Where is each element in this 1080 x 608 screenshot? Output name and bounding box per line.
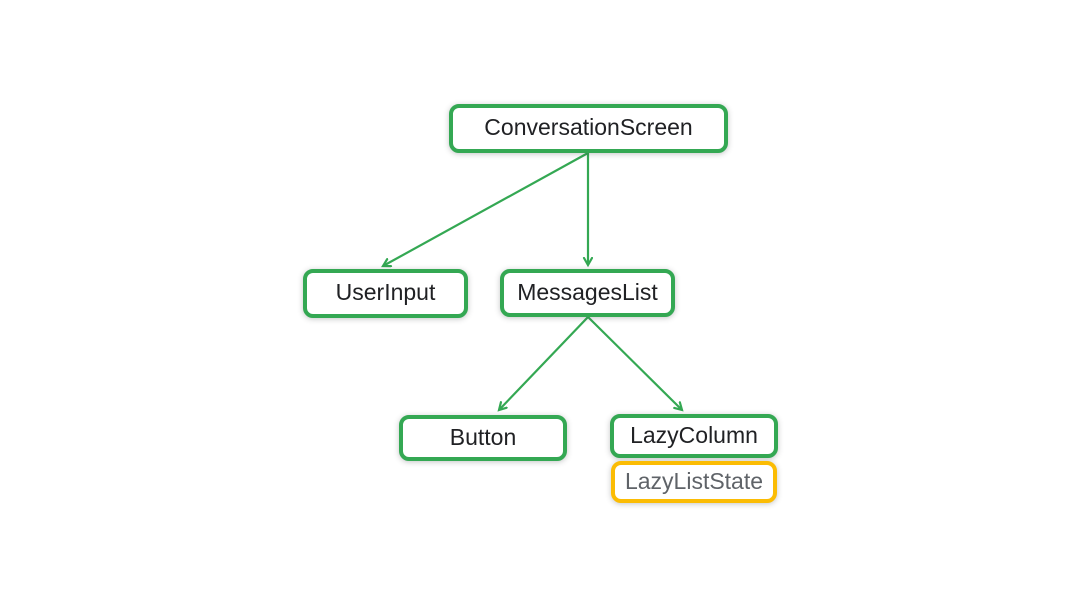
edge-messages-list-to-lazy-column <box>587 316 682 410</box>
node-lazy-list-state: LazyListState <box>611 461 777 503</box>
node-conversation-screen: ConversationScreen <box>449 104 728 153</box>
edge-messages-list-to-button <box>499 316 589 410</box>
node-label: MessagesList <box>517 278 658 305</box>
node-user-input: UserInput <box>303 269 468 318</box>
node-label: ConversationScreen <box>484 114 693 140</box>
node-label: LazyColumn <box>630 421 758 448</box>
node-messages-list: MessagesList <box>500 269 675 317</box>
node-label: UserInput <box>335 279 436 305</box>
node-label: LazyListState <box>624 467 764 494</box>
node-button: Button <box>399 415 567 461</box>
node-label: Button <box>449 423 517 450</box>
node-lazy-column: LazyColumn <box>610 414 778 458</box>
edge-conversation-screen-to-user-input <box>383 152 589 266</box>
